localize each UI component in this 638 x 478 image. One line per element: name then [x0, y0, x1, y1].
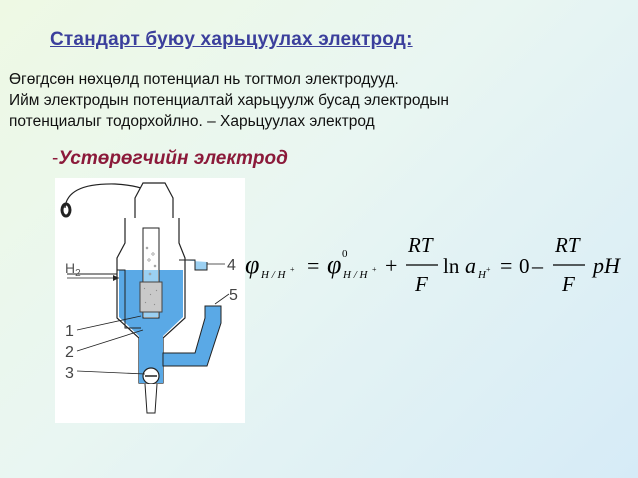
subheading: -Устөрөгчийн электрод	[52, 148, 288, 170]
phi-subscript: H / H	[260, 269, 287, 281]
paragraph-line-2: Ийм электродын потенциалтай харьцуулж бу…	[9, 92, 449, 109]
f-denominator: F	[414, 272, 428, 296]
inlet-arrow-head	[113, 275, 119, 281]
leader-lines	[76, 263, 230, 375]
electrode-texture	[143, 287, 158, 306]
label-2: 2	[65, 344, 74, 361]
ph-symbol: pH	[591, 253, 621, 278]
nernst-formula: φ H / H + = φ 0 H / H + + RT F ln a H + …	[245, 233, 621, 296]
standard-superscript: 0	[342, 248, 348, 260]
rt-numerator-2: RT	[554, 233, 581, 257]
salt-bridge-tube	[162, 305, 222, 367]
paragraph-line-1: Өгөгдсөн нөхцөлд потенциал нь тогтмол эл…	[9, 71, 399, 88]
label-h2: H2	[65, 260, 81, 279]
hydrogen-electrode-diagram: H2 1 2 3 4 5	[55, 178, 245, 423]
minus-sign: –	[531, 253, 544, 278]
ln-symbol: ln	[443, 254, 460, 278]
activity-subscript: H	[477, 269, 487, 281]
platinum-electrode	[139, 281, 163, 313]
subheading-text: Устөрөгчийн электрод	[58, 148, 288, 169]
label-3: 3	[65, 365, 74, 382]
activity-subscript-plus: +	[486, 265, 491, 274]
rt-numerator: RT	[407, 233, 434, 257]
phi-standard-subscript: H / H	[342, 269, 369, 281]
activity-symbol: a	[465, 253, 476, 278]
label-4: 4	[227, 257, 236, 274]
drain-tip	[144, 383, 158, 414]
electrolyte-liquid	[119, 270, 183, 383]
phi-symbol: φ	[245, 250, 259, 279]
label-1: 1	[65, 323, 74, 340]
hydrogen-bubbles	[145, 246, 157, 276]
contact-ring	[60, 202, 72, 218]
equals-sign-2: =	[500, 253, 512, 278]
phi-standard-subscript-plus: +	[372, 265, 377, 274]
gas-outlet	[179, 259, 208, 271]
phi-subscript-plus: +	[290, 265, 295, 274]
subheading-dash: -	[52, 148, 59, 169]
description-paragraph: Өгөгдсөн нөхцөлд потенциал нь тогтмол эл…	[9, 69, 449, 132]
equals-sign: =	[307, 253, 319, 278]
plus-sign: +	[385, 253, 397, 278]
phi-standard-symbol: φ	[327, 250, 341, 279]
gas-inlet-pipe	[67, 269, 141, 329]
f-denominator-2: F	[561, 272, 575, 296]
label-5: 5	[229, 287, 238, 304]
paragraph-line-3: потенциалыг тодорхойлно. – Харьцуулах эл…	[9, 113, 375, 130]
slide-title: Стандарт буюу харьцуулах электрод:	[50, 29, 413, 50]
zero-value: 0	[519, 254, 530, 278]
